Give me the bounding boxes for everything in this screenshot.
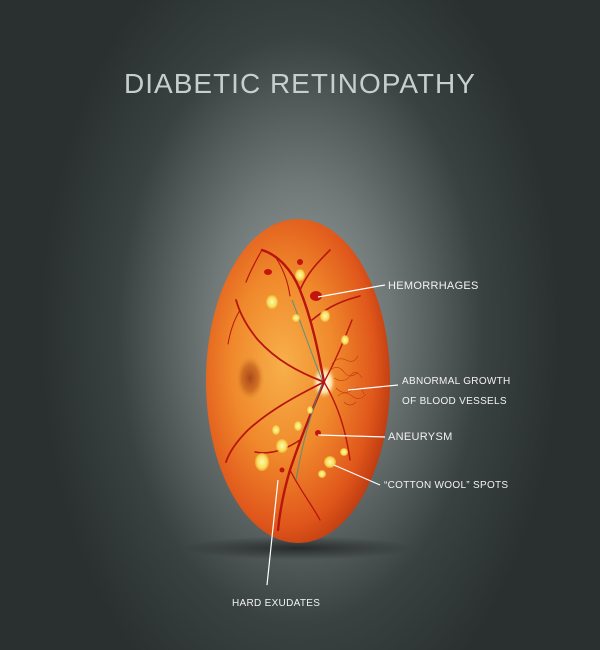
label-hard-exudates: HARD EXUDATES [232,598,321,609]
page-title: DIABETIC RETINOPATHY [124,68,476,99]
retina [206,219,390,543]
label-abnormal-growth-line1: ABNORMAL GROWTH [402,376,511,387]
macula [236,356,264,400]
retina-shadow [183,536,413,560]
pointer-lines [266,284,399,586]
label-aneurysm: ANEURYSM [388,431,453,443]
hemorrhages [264,259,322,473]
veins [291,299,323,481]
label-cotton-wool-spots: “COTTON WOOL” SPOTS [384,480,509,491]
label-abnormal-growth-line2: OF BLOOD VESSELS [402,396,507,407]
exudates [255,269,349,478]
blood-vessels [225,248,361,532]
label-hemorrhages: HEMORRHAGES [388,280,479,292]
